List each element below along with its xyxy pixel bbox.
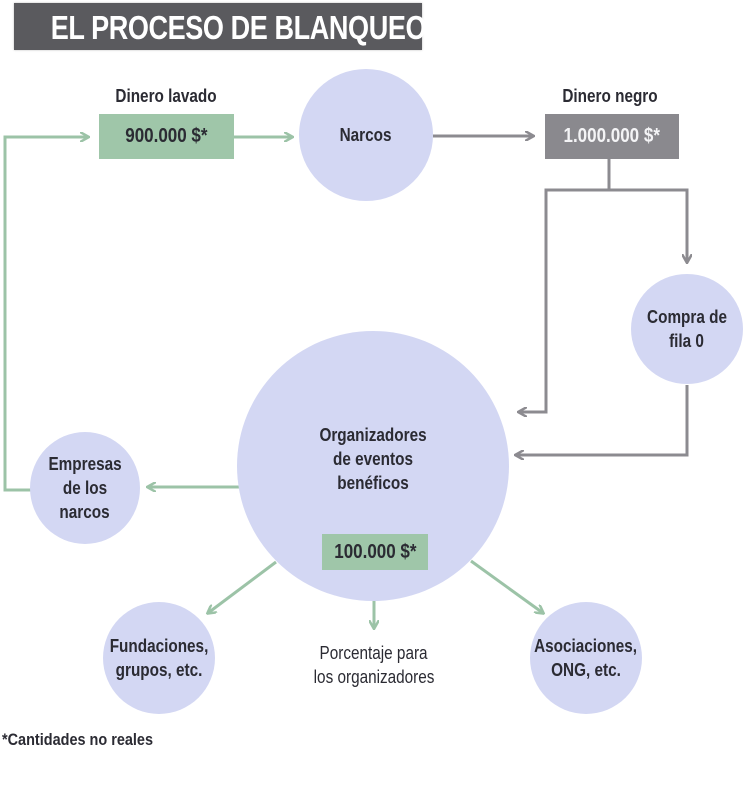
dinero-lavado-label: Dinero lavado	[115, 86, 217, 106]
dinero-negro-label: Dinero negro	[562, 86, 658, 106]
empresas-line2: de los	[62, 478, 108, 498]
fundaciones-line2: grupos, etc.	[115, 660, 203, 680]
arrow-empresas-to-lavado	[3, 137, 88, 492]
narcos-node: Narcos	[299, 69, 433, 201]
organizadores-amount: 100.000 $*	[333, 540, 417, 563]
asociaciones-line2: ONG, etc.	[551, 660, 621, 680]
porcentaje-line2: los organizadores	[313, 667, 435, 687]
empresas-line1: Empresas	[48, 454, 122, 474]
arrow-negro-to-organizadores	[519, 158, 611, 412]
organizadores-line3: benéficos	[337, 473, 409, 493]
organizadores-line2: de eventos	[333, 449, 413, 469]
compra-fila-line2: fila 0	[669, 331, 705, 351]
footnote: *Cantidades no reales	[2, 730, 153, 749]
porcentaje-line1: Porcentaje para	[319, 643, 429, 663]
narcos-label: Narcos	[340, 125, 392, 145]
arrow-organizadores-to-asociaciones	[470, 559, 543, 613]
dinero-lavado-amount-box: 900.000 $*	[99, 114, 234, 159]
asociaciones-node: Asociaciones, ONG, etc.	[530, 602, 642, 714]
fundaciones-line1: Fundaciones,	[109, 636, 209, 656]
dinero-negro-amount: 1.000.000 $*	[563, 125, 661, 147]
dinero-negro-amount-box: 1.000.000 $*	[545, 114, 679, 159]
compra-fila-node: Compra de fila 0	[631, 274, 743, 384]
organizadores-line1: Organizadores	[319, 425, 427, 445]
page-title: EL PROCESO DE BLANQUEO	[50, 9, 427, 46]
arrow-negro-to-compra	[609, 188, 687, 262]
asociaciones-line1: Asociaciones,	[534, 636, 638, 656]
dinero-lavado-amount: 900.000 $*	[125, 125, 208, 147]
empresas-line3: narcos	[59, 502, 111, 522]
porcentaje-node: Porcentaje para los organizadores	[284, 641, 464, 689]
organizadores-amount-box: 100.000 $*	[322, 534, 428, 570]
title-banner: EL PROCESO DE BLANQUEO	[14, 3, 427, 50]
arrow-organizadores-to-fundaciones	[208, 560, 277, 613]
arrow-compra-to-organizadores	[516, 385, 689, 455]
fundaciones-node: Fundaciones, grupos, etc.	[103, 602, 215, 714]
empresas-node: Empresas de los narcos	[30, 432, 140, 544]
compra-fila-line1: Compra de	[647, 307, 727, 327]
